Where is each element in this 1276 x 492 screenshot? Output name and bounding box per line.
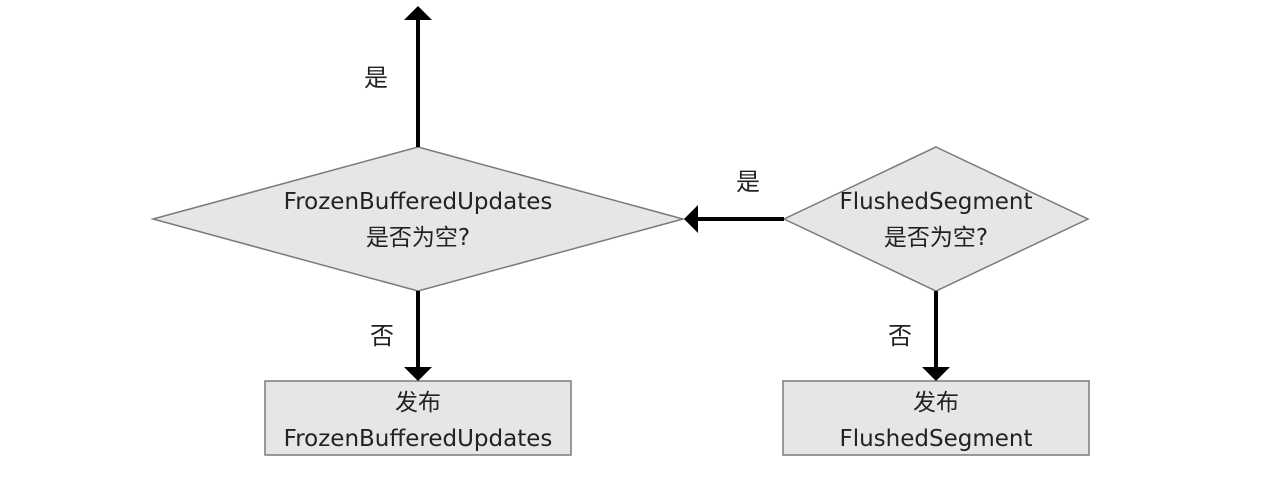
frozen-decision-diamond (150, 146, 686, 292)
frozen-decision-node: FrozenBufferedUpdates 是否为空? (150, 146, 686, 292)
publish-frozen-label-line1: 发布 (395, 390, 441, 416)
publish-frozen-label-line2: FrozenBufferedUpdates (284, 426, 553, 452)
flushed-no-edge: 否 (888, 291, 950, 381)
frozen-decision-label-line1: FrozenBufferedUpdates (284, 189, 553, 215)
publish-flushed-label-line1: 发布 (913, 390, 959, 416)
frozen-yes-label: 是 (364, 64, 388, 92)
frozen-no-arrowhead (404, 367, 432, 381)
flushed-yes-arrowhead (684, 205, 698, 233)
frozen-no-edge: 否 (370, 291, 432, 381)
publish-flushed-label-line2: FlushedSegment (839, 426, 1032, 452)
flushed-decision-node: FlushedSegment 是否为空? (782, 146, 1090, 292)
flushed-decision-label-line1: FlushedSegment (839, 189, 1032, 215)
frozen-no-label: 否 (370, 322, 394, 350)
publish-frozen-box (264, 380, 572, 456)
flushed-decision-diamond (782, 146, 1090, 292)
flushed-yes-edge: 是 (684, 168, 784, 233)
frozen-yes-edge: 是 (364, 6, 432, 147)
publish-flushed-node: 发布 FlushedSegment (782, 380, 1090, 456)
flushed-decision-label-line2: 是否为空? (884, 225, 988, 251)
flushed-no-label: 否 (888, 322, 912, 350)
frozen-yes-arrowhead (404, 6, 432, 20)
publish-flushed-box (782, 380, 1090, 456)
publish-frozen-node: 发布 FrozenBufferedUpdates (264, 380, 572, 456)
flushed-yes-label: 是 (736, 168, 760, 196)
flushed-no-arrowhead (922, 367, 950, 381)
frozen-decision-label-line2: 是否为空? (366, 225, 470, 251)
